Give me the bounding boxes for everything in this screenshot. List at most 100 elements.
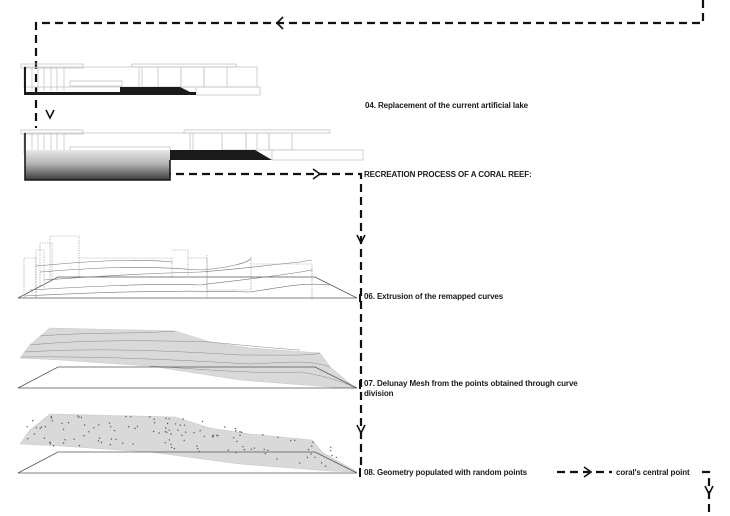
random-point xyxy=(294,439,296,441)
random-point xyxy=(100,441,103,444)
random-point xyxy=(88,431,90,433)
elevation-replaced-lake xyxy=(20,129,364,181)
random-points xyxy=(26,415,337,467)
random-point xyxy=(110,438,113,440)
random-point xyxy=(277,436,279,438)
random-point xyxy=(320,462,323,464)
random-point xyxy=(165,427,167,429)
random-point xyxy=(168,418,170,420)
random-point xyxy=(203,435,205,438)
random-point xyxy=(26,426,28,428)
random-point xyxy=(115,438,117,441)
random-point xyxy=(193,432,195,434)
random-point xyxy=(196,445,198,447)
random-point xyxy=(166,422,169,425)
random-point xyxy=(61,422,63,424)
random-point xyxy=(164,442,167,444)
flow-path-middle xyxy=(163,172,363,470)
random-point xyxy=(165,417,167,420)
random-point xyxy=(166,431,168,433)
random-point xyxy=(97,440,100,442)
arrow-left-icon xyxy=(275,16,284,30)
random-point xyxy=(35,427,37,429)
random-point xyxy=(212,436,214,438)
random-point xyxy=(185,431,187,433)
random-point xyxy=(306,456,309,459)
step-04-caption: 04. Replacement of the current artificia… xyxy=(365,101,529,110)
random-point xyxy=(73,438,75,440)
arrow-down-icon xyxy=(356,424,366,435)
random-point xyxy=(77,415,79,417)
random-point xyxy=(324,465,327,467)
arrow-down-icon xyxy=(45,109,55,120)
random-point xyxy=(236,440,238,443)
random-point xyxy=(233,437,235,439)
random-point xyxy=(78,416,80,418)
extruded-curves-illustration xyxy=(17,235,358,300)
random-point xyxy=(217,435,219,437)
random-point xyxy=(331,454,333,457)
random-point xyxy=(267,449,269,451)
random-point xyxy=(235,430,237,432)
random-point xyxy=(173,447,176,450)
random-point xyxy=(212,434,215,436)
random-point xyxy=(330,446,332,448)
random-point xyxy=(83,424,86,426)
random-point xyxy=(164,431,166,433)
random-point xyxy=(83,435,85,437)
random-point xyxy=(98,424,100,426)
random-point xyxy=(67,422,70,424)
random-point xyxy=(174,423,177,425)
random-point xyxy=(39,427,41,430)
random-point xyxy=(49,441,51,444)
random-point xyxy=(110,426,112,428)
arrow-down-icon xyxy=(356,234,366,245)
random-point xyxy=(182,418,184,420)
random-point xyxy=(64,439,66,441)
random-point xyxy=(50,417,53,419)
random-point xyxy=(242,446,244,448)
random-point xyxy=(49,443,52,445)
random-point xyxy=(262,434,264,436)
random-point xyxy=(27,438,29,440)
random-point xyxy=(171,446,173,449)
random-point xyxy=(78,444,81,447)
random-point xyxy=(264,452,266,455)
random-point xyxy=(32,419,34,422)
random-point xyxy=(62,428,65,430)
random-point xyxy=(199,430,201,432)
arrow-down-icon xyxy=(704,485,714,496)
random-point xyxy=(263,448,265,451)
random-point xyxy=(125,415,127,418)
flow-path-top xyxy=(34,0,705,128)
step-06-caption: 06. Extrusion of the remapped curves xyxy=(364,292,504,301)
random-point xyxy=(179,424,181,426)
arrow-right-icon xyxy=(583,466,593,478)
random-point xyxy=(224,426,226,428)
random-point xyxy=(299,462,301,464)
random-point xyxy=(93,427,95,429)
random-point xyxy=(109,444,112,446)
random-point xyxy=(177,429,179,431)
random-point xyxy=(168,439,171,441)
elevation-current-lake xyxy=(20,63,261,96)
random-point xyxy=(201,420,204,423)
random-point xyxy=(310,453,312,455)
random-point xyxy=(62,442,65,444)
random-point xyxy=(197,448,199,450)
delaunay-mesh-illustration xyxy=(17,327,358,389)
next-step-caption: coral's central point xyxy=(616,468,690,477)
random-point xyxy=(168,429,170,431)
random-point xyxy=(170,443,172,446)
random-point xyxy=(108,422,111,424)
random-point xyxy=(335,456,337,458)
random-point xyxy=(243,448,246,451)
random-point xyxy=(43,437,46,439)
random-point xyxy=(130,416,132,418)
random-point xyxy=(153,422,156,424)
random-point xyxy=(51,420,53,422)
random-point xyxy=(44,426,47,428)
random-point xyxy=(227,449,229,451)
random-point xyxy=(153,418,155,420)
